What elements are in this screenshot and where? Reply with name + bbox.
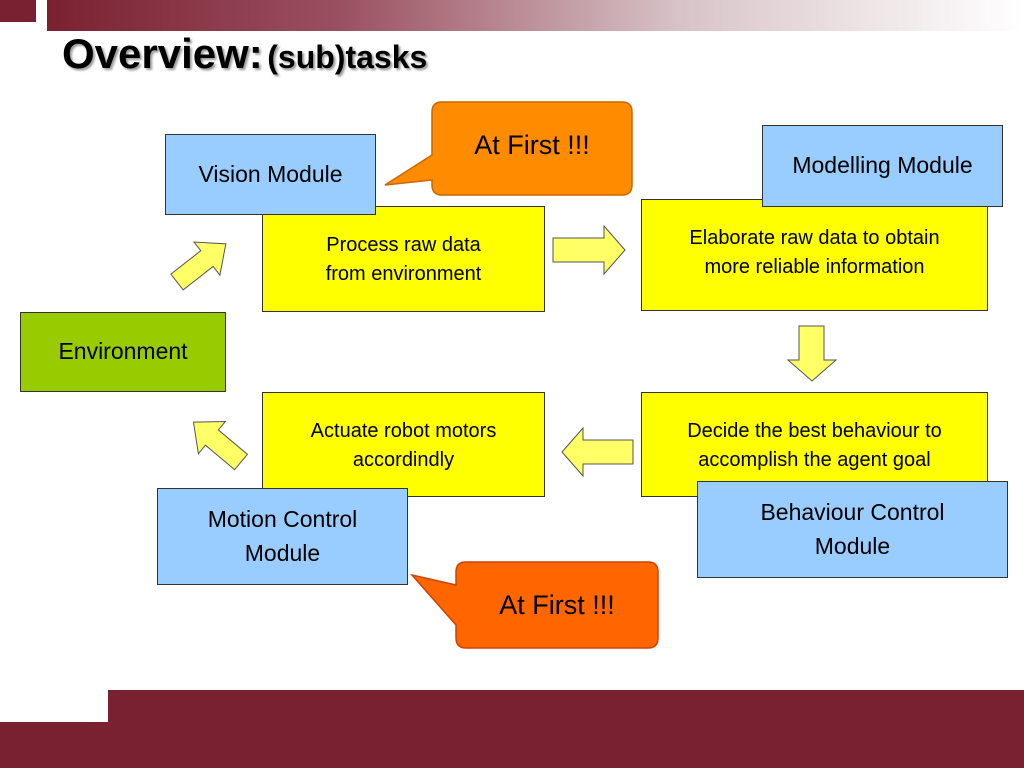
top-gradient-bar: [47, 0, 1024, 31]
title-main: Overview:: [62, 30, 263, 77]
module-behaviour-label: Behaviour Control Module: [760, 499, 945, 559]
arrow-env-to-process: [170, 241, 227, 291]
module-modelling: Modelling Module: [762, 125, 1003, 207]
callout-bottom-text: At First !!!: [456, 590, 658, 621]
task-elaborate: Elaborate raw data to obtain more reliab…: [641, 199, 988, 311]
arrow-decide-to-actuate: [561, 426, 634, 478]
task-decide-label: Decide the best behaviour to accomplish …: [687, 420, 942, 471]
callout-bottom-shape: [409, 561, 659, 649]
task-process: Process raw data from environment: [262, 206, 545, 312]
environment-label: Environment: [58, 338, 188, 365]
callout-bottom-label: At First !!!: [499, 590, 615, 620]
module-motion: Motion Control Module: [157, 488, 408, 585]
module-vision-label: Vision Module: [198, 160, 343, 187]
environment-box: Environment: [20, 312, 226, 392]
title-sub: (sub)tasks: [267, 39, 428, 75]
callout-top-text: At First !!!: [432, 130, 632, 161]
bottom-left-decoration: [0, 722, 108, 768]
arrow-process-to-elaborate: [552, 224, 626, 276]
task-actuate: Actuate robot motors accordindly: [262, 392, 545, 497]
bottom-bar: [108, 690, 1024, 768]
module-modelling-label: Modelling Module: [792, 152, 973, 179]
slide-title: Overview: (sub)tasks: [62, 30, 427, 78]
task-elaborate-label: Elaborate raw data to obtain more reliab…: [689, 227, 940, 278]
task-actuate-label: Actuate robot motors accordindly: [310, 420, 497, 471]
arrow-elaborate-to-decide: [786, 325, 838, 382]
arrow-actuate-to-environment: [192, 420, 249, 471]
module-motion-label: Motion Control Module: [207, 506, 358, 566]
module-behaviour: Behaviour Control Module: [697, 481, 1008, 578]
callout-top-shape: [384, 101, 633, 196]
top-left-decoration: [0, 0, 36, 22]
task-process-label: Process raw data from environment: [325, 234, 482, 285]
module-vision: Vision Module: [165, 134, 376, 215]
callout-top-label: At First !!!: [474, 130, 590, 160]
